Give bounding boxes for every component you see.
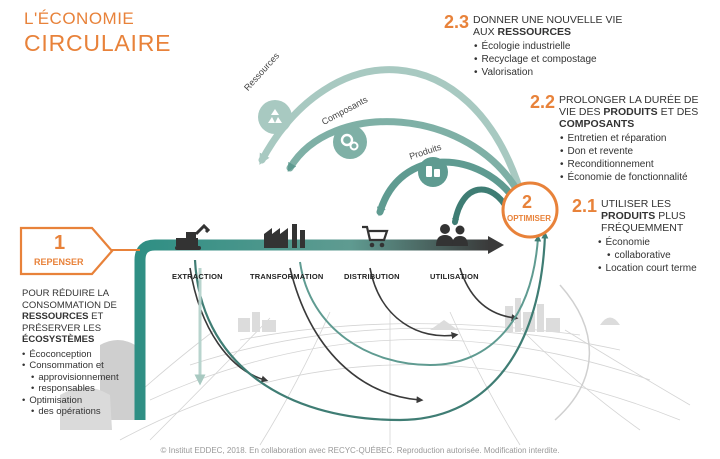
strategy-23-line2-bold: RESSOURCES bbox=[497, 26, 572, 38]
rethink-item: responsables bbox=[22, 383, 132, 395]
rethink-description: POUR RÉDUIRE LA CONSOMMATION DE RESSOURC… bbox=[22, 288, 132, 418]
rethink-desc-line-3: RESSOURCES ET bbox=[22, 311, 132, 323]
strategy-22-heading: PROLONGER LA DURÉE DE VIE DES PRODUITS E… bbox=[559, 94, 698, 130]
rethink-item-cont: responsables bbox=[38, 383, 95, 394]
stage-utilisation: UTILISATION bbox=[430, 272, 479, 281]
loop-reuse bbox=[452, 186, 511, 226]
strategy-22-item: Entretien et réparation bbox=[560, 132, 698, 145]
strategy-22-line2-pre: VIE DES bbox=[559, 106, 604, 118]
strategy-21-line2-rest: PLUS bbox=[655, 210, 686, 222]
products-badge bbox=[418, 157, 448, 187]
rethink-list: Écoconception Consommation et approvisio… bbox=[22, 349, 132, 418]
strategy-21-line1: UTILISER LES bbox=[601, 198, 672, 210]
rethink-desc-ecosystems: ÉCOSYSTÈMES bbox=[22, 334, 95, 345]
rethink-item: Optimisation bbox=[22, 395, 132, 407]
optimize-number: 2 bbox=[522, 192, 533, 212]
resources-badge bbox=[258, 100, 292, 134]
stage-transformation: TRANSFORMATION bbox=[250, 272, 324, 281]
copyright-footer: © Institut EDDEC, 2018. En collaboration… bbox=[160, 446, 560, 455]
rethink-item: Consommation et bbox=[22, 360, 132, 372]
rethink-item-cont: approvisionnement bbox=[38, 371, 119, 383]
leak-distribution bbox=[369, 267, 459, 339]
strategy-22-item: Don et revente bbox=[560, 145, 698, 158]
strategy-21-line2: PRODUITS PLUS bbox=[601, 210, 686, 222]
rethink-desc-line-4: PRÉSERVER LES bbox=[22, 322, 102, 334]
loop-components bbox=[286, 118, 524, 199]
strategy-22-list: Entretien et réparation Don et revente R… bbox=[560, 132, 698, 184]
components-badge bbox=[333, 125, 367, 159]
return-arc-ground bbox=[554, 284, 591, 421]
strategy-23-heading: DONNER UNE NOUVELLE VIE AUX RESSOURCES bbox=[473, 14, 622, 38]
strategy-23-item: Recyclage et compostage bbox=[474, 53, 622, 66]
strategy-21-heading: UTILISER LES PRODUITS PLUS FRÉQUEMMENT bbox=[601, 198, 686, 234]
optimize-label: OPTIMISER bbox=[507, 214, 552, 223]
recycle-icon bbox=[268, 109, 282, 123]
strategy-23-item: Valorisation bbox=[474, 66, 622, 79]
rethink-number: 1 bbox=[54, 232, 66, 254]
strategy-22-line2-bold: PRODUITS bbox=[603, 106, 658, 118]
cart-icon bbox=[362, 225, 389, 248]
strategy-23-number: 2.3 bbox=[444, 12, 470, 32]
strategy-23: 2.3 DONNER UNE NOUVELLE VIE AUX RESSOURC… bbox=[444, 12, 622, 79]
optimize-circle bbox=[501, 181, 559, 239]
strategy-23-line2: AUX RESSOURCES bbox=[473, 26, 622, 38]
strategy-21-number: 2.1 bbox=[572, 196, 598, 216]
strategy-22-line2-rest: ET DES bbox=[657, 106, 699, 118]
factory-icon bbox=[264, 224, 305, 248]
rethink-item: Écoconception bbox=[22, 349, 132, 361]
city-silhouette bbox=[238, 298, 620, 332]
title-line-1: L'ÉCONOMIE bbox=[24, 9, 135, 28]
strategy-21-line2-bold: PRODUITS bbox=[601, 210, 656, 222]
people-icon bbox=[436, 224, 468, 246]
rethink-desc-line-5: ÉCOSYSTÈMES bbox=[22, 334, 132, 346]
strategy-22-item: Économie de fonctionnalité bbox=[560, 171, 698, 184]
strategy-23-item: Écologie industrielle bbox=[474, 40, 622, 53]
rethink-item: approvisionnement bbox=[22, 372, 132, 384]
leak-use bbox=[459, 267, 519, 322]
strategy-22-line1: PROLONGER LA DURÉE DE bbox=[559, 94, 699, 106]
stage-extraction: EXTRACTION bbox=[172, 272, 223, 281]
strategy-21-list: Économie collaborative Location court te… bbox=[598, 236, 697, 275]
strategy-21: 2.1 UTILISER LES PRODUITS PLUS FRÉQUEMME… bbox=[572, 196, 697, 275]
globe-grid bbox=[109, 310, 691, 446]
return-arc-outer bbox=[193, 231, 549, 422]
rethink-desc-line-2: CONSOMMATION DE bbox=[22, 299, 117, 311]
strategy-22: 2.2 PROLONGER LA DURÉE DE VIE DES PRODUI… bbox=[530, 92, 698, 184]
strategy-21-item: Location court terme bbox=[598, 262, 697, 275]
strategy-21-item-cont: collaborative bbox=[614, 250, 671, 261]
leak-transformation bbox=[289, 267, 424, 404]
strategy-23-list: Écologie industrielle Recyclage et compo… bbox=[474, 40, 622, 79]
rethink-item: des opérations bbox=[22, 406, 132, 418]
title-line-2: CIRCULAIRE bbox=[24, 30, 172, 56]
strategy-21-item: collaborative bbox=[598, 249, 697, 262]
strategy-23-line1: DONNER UNE NOUVELLE VIE bbox=[473, 14, 623, 26]
strategy-22-item: Reconditionnement bbox=[560, 158, 698, 171]
strategy-22-number: 2.2 bbox=[530, 92, 556, 112]
excavator-icon bbox=[175, 223, 210, 250]
return-arc-inner bbox=[299, 234, 542, 367]
products-icon bbox=[426, 166, 440, 177]
rethink-item-cont: des opérations bbox=[38, 406, 101, 417]
loop-resources bbox=[258, 66, 524, 194]
stage-distribution: DISTRIBUTION bbox=[344, 272, 400, 281]
rethink-desc-line-1: POUR RÉDUIRE LA bbox=[22, 288, 110, 299]
rethink-desc-resources: RESSOURCES bbox=[22, 311, 89, 322]
strategy-21-item: Économie bbox=[598, 236, 697, 249]
strategy-23-line2-pre: AUX bbox=[473, 26, 498, 38]
rethink-label: REPENSER bbox=[34, 257, 84, 267]
gears-icon bbox=[340, 133, 359, 151]
strategy-22-line2: VIE DES PRODUITS ET DES bbox=[559, 106, 698, 118]
rethink-shape bbox=[19, 226, 114, 276]
strategy-21-line3: FRÉQUEMMENT bbox=[601, 222, 684, 234]
strategy-22-line3-bold: COMPOSANTS bbox=[559, 118, 635, 130]
strategy-22-line3: COMPOSANTS bbox=[559, 118, 698, 130]
main-flow-head bbox=[488, 236, 504, 254]
rethink-desc-and: ET bbox=[88, 311, 104, 322]
main-flow bbox=[134, 239, 490, 420]
